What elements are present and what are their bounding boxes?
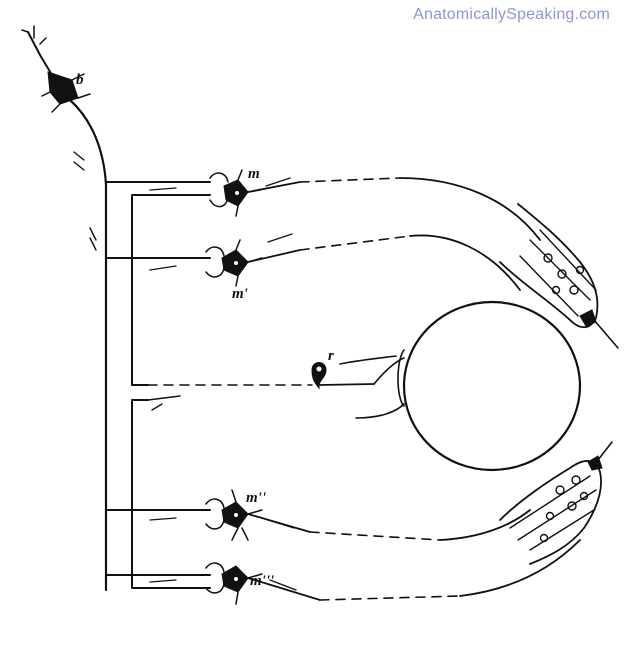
eye-globe [402, 300, 582, 472]
neuron-m-triple-prime [205, 562, 263, 605]
lower-muscle [499, 441, 613, 565]
neuron-b [21, 25, 91, 113]
receptor-r [311, 362, 327, 390]
upper-muscle [499, 203, 619, 349]
label-m-prime: m' [232, 286, 248, 302]
neuron-m-prime [205, 239, 263, 287]
neuron-m [209, 169, 261, 217]
label-m: m [248, 166, 260, 182]
watermark: AnatomicallySpeaking.com [413, 6, 610, 23]
trunk-inner-lower [131, 399, 211, 589]
neuron-m-double-prime [205, 489, 263, 541]
label-r: r [328, 348, 334, 364]
label-b: b [76, 72, 84, 88]
trunk-inner-upper [131, 194, 211, 386]
label-m-double-prime: m'' [246, 490, 266, 506]
label-m-triple-prime: m''' [250, 573, 274, 589]
axon-b [68, 98, 108, 592]
